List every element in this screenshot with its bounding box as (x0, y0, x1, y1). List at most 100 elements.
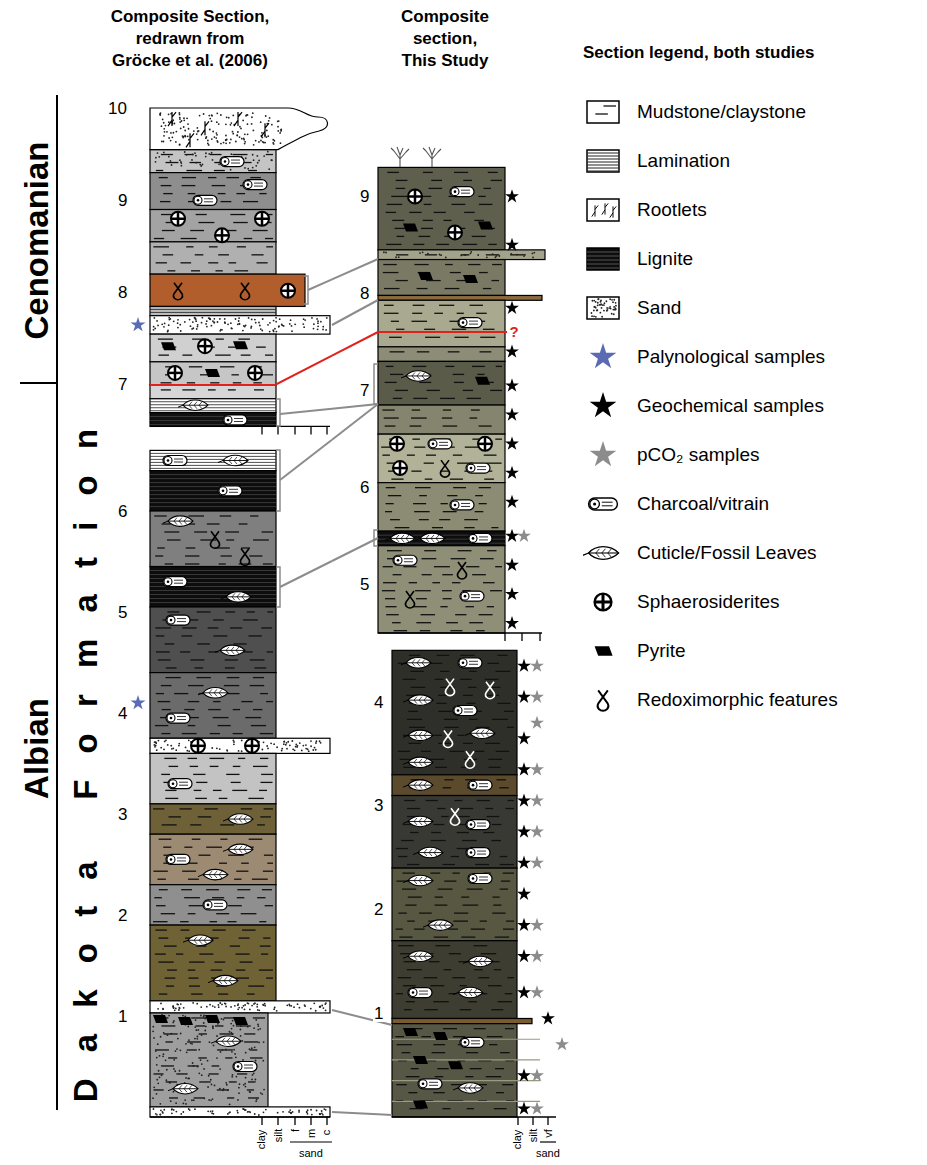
sand-dot (196, 1003, 198, 1005)
pyr-symbol (418, 272, 433, 280)
charcoal-dot (457, 709, 460, 712)
sand-dot (203, 1097, 205, 1099)
sand-dot (167, 744, 169, 746)
mud-dash (241, 701, 252, 702)
leaf-vein (424, 762, 427, 766)
charcoal-grain (404, 561, 413, 562)
mud-dash (220, 824, 234, 825)
mud-dash (461, 254, 470, 255)
leaf-vein (219, 693, 222, 697)
sand-dot (201, 1034, 203, 1036)
mud-dash (453, 487, 466, 488)
sand-dot (192, 1002, 194, 1004)
charcoal-grain (177, 716, 186, 717)
mud-dash (499, 787, 508, 788)
sand-dot (237, 323, 239, 325)
bed (378, 546, 505, 633)
sand-dot (231, 1076, 233, 1078)
mud-dash (226, 539, 234, 540)
sand-dot (173, 1059, 175, 1061)
mud-dash (210, 733, 220, 734)
mud-dash (231, 374, 238, 375)
bed (378, 434, 505, 483)
mud-dash (460, 1009, 471, 1010)
mud-dash (457, 735, 464, 736)
lamina-line (150, 482, 276, 483)
sand-dot (152, 1030, 154, 1032)
mud-dash (474, 1028, 486, 1029)
leaf-vein (232, 1041, 235, 1045)
charcoal-grain (174, 462, 183, 463)
mud-dash (409, 582, 417, 583)
char-symbol (163, 456, 187, 466)
mud-dash (410, 671, 423, 672)
sand-dot (203, 1022, 205, 1024)
sand-dot (290, 1112, 292, 1114)
mud-dash (237, 246, 246, 247)
leaf-vein (431, 538, 434, 542)
leaf-vein (412, 659, 415, 663)
leaf-vein (214, 875, 217, 879)
sand-dot (192, 1062, 194, 1064)
mud-dash (459, 816, 470, 817)
mud-dash (461, 896, 469, 897)
sand-dot (211, 747, 213, 749)
mud-dash (233, 733, 243, 734)
sand-dot (251, 319, 253, 321)
sphaerosiderite-cross (254, 366, 257, 380)
charcoal-body (458, 318, 482, 328)
sand-dot (191, 1099, 193, 1101)
lamina-line (150, 574, 276, 575)
sand-dot (294, 749, 296, 751)
sand-dot (171, 1108, 173, 1110)
mud-dash (383, 272, 399, 273)
mud-dash (164, 531, 179, 532)
mud-dash (188, 977, 198, 978)
sand-dot (325, 1109, 327, 1111)
mud-dash (464, 759, 477, 760)
sand-dot (216, 1057, 218, 1059)
leaf-vein (401, 538, 404, 542)
mud-dash (454, 800, 462, 801)
sand-dot (155, 157, 157, 159)
mud-dash (166, 162, 179, 163)
mud-dash (260, 733, 273, 734)
mud-dash (436, 244, 449, 245)
mud-dash (259, 921, 266, 922)
sand-dot (211, 152, 213, 154)
mud-dash (156, 262, 167, 263)
sand-dot (163, 152, 165, 154)
sand-dot (164, 323, 166, 325)
charcoal-end (459, 659, 467, 667)
leaf-vein (231, 647, 234, 651)
leaf-blade (408, 695, 433, 706)
mud-dash (210, 382, 219, 383)
sand-dot (233, 743, 235, 745)
sand-dot (395, 256, 397, 258)
mud-dash (500, 888, 508, 889)
mud-dash (430, 759, 444, 760)
bed (392, 1018, 532, 1023)
charcoal-body (218, 486, 242, 496)
bed (150, 753, 276, 804)
mud-dash (477, 800, 490, 801)
sand-dot (439, 254, 441, 256)
sand-dot (213, 1044, 215, 1046)
leaf-stem (401, 376, 406, 378)
sand-dot (317, 322, 319, 324)
mud-dash (510, 254, 526, 255)
sph-symbol (390, 437, 404, 451)
mud-dash (244, 238, 253, 239)
mud-dash (407, 969, 422, 970)
leaf-vein (424, 732, 427, 736)
sand-dot (254, 1002, 256, 1004)
sand-dot (283, 325, 285, 327)
sand-dot (177, 319, 179, 321)
sand-dot (245, 324, 247, 326)
sand-dot (288, 1111, 290, 1113)
charcoal-body (203, 900, 227, 910)
mud-dash (384, 305, 394, 306)
sand-dot (319, 1113, 321, 1115)
mud-dash (443, 409, 451, 410)
